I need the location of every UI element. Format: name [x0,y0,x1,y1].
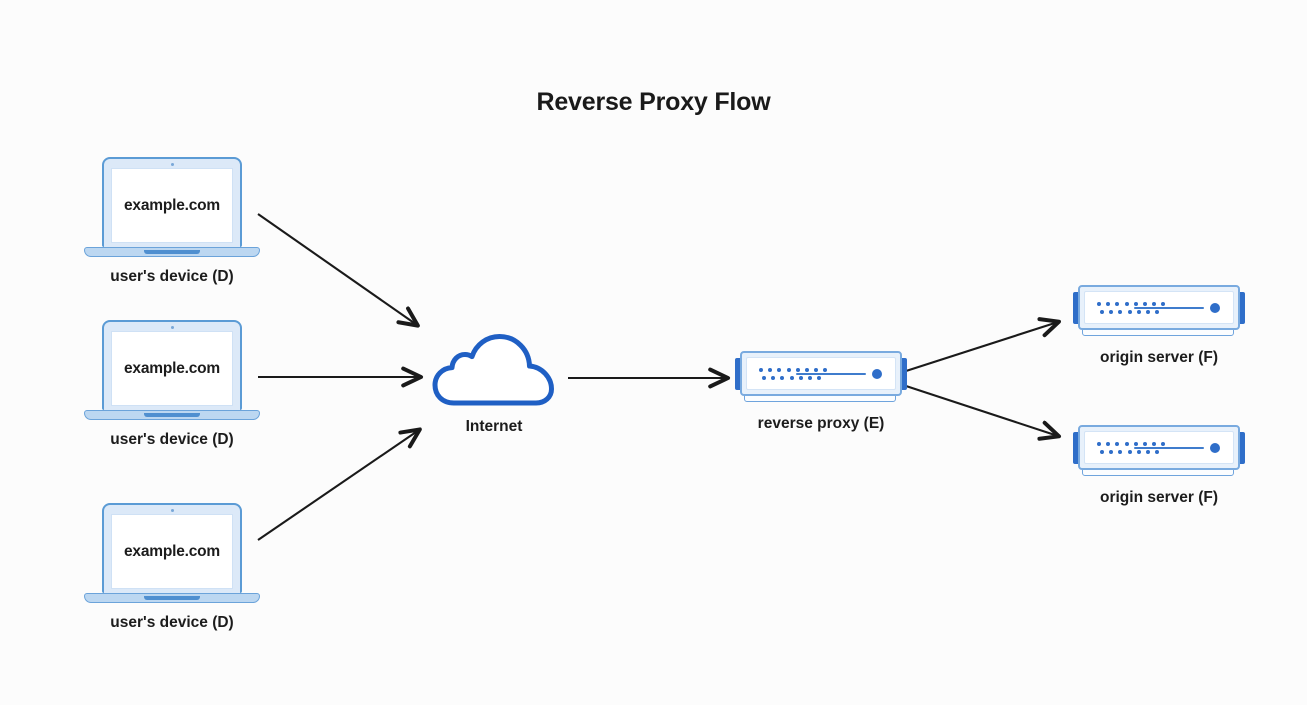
screen-url-text: example.com [123,196,220,214]
laptop-icon: example.com [84,320,260,424]
camera-icon [170,326,174,329]
edge-proxy-origin1 [905,317,1061,372]
server-panel [1084,291,1234,324]
laptop-screen: example.com [111,168,233,243]
server-status-line [796,372,866,375]
laptop-notch [144,595,200,600]
node-label-client-3: user's device (D) [110,614,234,631]
server-icon [1073,422,1245,482]
cloud-icon [432,333,556,411]
camera-icon [170,509,174,512]
node-client-3[interactable]: example.com user's device (D) [84,503,260,632]
server-icon [735,348,907,408]
node-reverse-proxy[interactable]: reverse proxy (E) [735,348,907,433]
node-client-1[interactable]: example.com user's device (D) [84,157,260,286]
server-panel [1084,431,1234,464]
server-body [1078,285,1240,330]
edge-proxy-origin2 [905,385,1061,441]
node-origin-2[interactable]: origin server (F) [1073,422,1245,507]
server-icon [1073,282,1245,342]
laptop-icon: example.com [84,503,260,607]
server-status-dot-icon [872,368,882,379]
node-client-2[interactable]: example.com user's device (D) [84,320,260,449]
server-status-line [1134,306,1204,309]
camera-icon [170,163,174,166]
server-status-line [1134,446,1204,449]
laptop-lid: example.com [102,503,242,593]
laptop-notch [144,249,200,254]
laptop-lid: example.com [102,157,242,247]
laptop-base [84,593,260,603]
server-status-dot-icon [1210,442,1220,453]
node-label-origin-1: origin server (F) [1100,349,1218,366]
node-label-origin-2: origin server (F) [1100,489,1218,506]
server-panel [746,357,896,390]
laptop-icon: example.com [84,157,260,261]
server-status-dot-icon [1210,302,1220,313]
node-internet[interactable]: Internet [432,333,556,436]
laptop-lid: example.com [102,320,242,410]
edge-client3-internet [257,427,422,541]
node-label-internet: Internet [465,418,523,435]
node-label-client-1: user's device (D) [110,268,234,285]
laptop-screen: example.com [111,514,233,589]
vent-dots-icon [1097,302,1179,318]
server-body [740,351,902,396]
node-label-client-2: user's device (D) [110,431,234,448]
vent-dots-icon [1097,442,1179,458]
page-title: Reverse Proxy Flow [536,88,771,116]
screen-url-text: example.com [123,542,220,560]
laptop-base [84,410,260,420]
edge-client1-internet [257,213,420,328]
node-label-reverse-proxy: reverse proxy (E) [757,415,885,432]
node-origin-1[interactable]: origin server (F) [1073,282,1245,367]
screen-url-text: example.com [123,359,220,377]
laptop-base [84,247,260,257]
vent-dots-icon [759,368,841,384]
laptop-screen: example.com [111,331,233,406]
laptop-notch [144,412,200,417]
server-body [1078,425,1240,470]
